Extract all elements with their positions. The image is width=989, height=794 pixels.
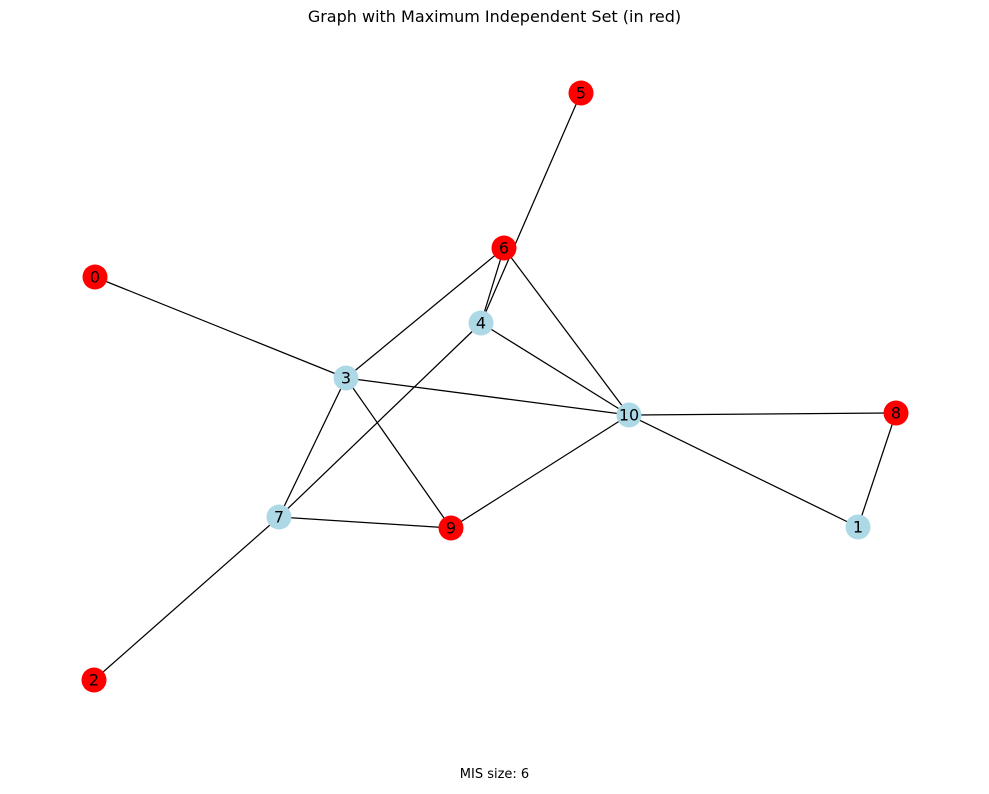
node-6: 6 [491,235,517,261]
edge-10-1 [628,414,859,528]
nodes-layer: 0 1 2 3 4 5 6 7 8 9 10 [81,80,909,693]
node-4-label: 4 [476,314,486,333]
node-10-label: 10 [619,406,639,425]
mis-size-caption: MIS size: 6 [459,767,530,782]
node-3-label: 3 [341,369,351,388]
node-6-label: 6 [499,239,509,258]
node-6-circle [491,235,517,261]
node-7-circle [266,504,292,530]
edge-10-8 [628,412,897,416]
node-7-label: 7 [274,508,284,527]
edge-3-7 [278,377,347,518]
node-9-circle [438,515,464,541]
node-8-label: 8 [891,404,901,423]
edge-0-3 [94,276,347,379]
node-0-circle [82,264,108,290]
edge-4-7 [278,322,482,518]
node-7: 7 [266,504,292,530]
node-8: 8 [883,400,909,426]
edge-3-9 [345,377,452,529]
node-1-circle [845,514,871,540]
node-2-circle [81,667,107,693]
node-5-label: 5 [576,84,586,103]
node-3-circle [333,365,359,391]
edge-5-4 [480,92,582,324]
node-4: 4 [468,310,494,336]
node-2-label: 2 [89,671,99,690]
node-1: 1 [845,514,871,540]
edge-4-10 [480,322,630,416]
edge-8-1 [857,412,897,528]
node-10-circle [616,402,642,428]
node-4-circle [468,310,494,336]
node-3: 3 [333,365,359,391]
edge-3-10 [345,377,630,416]
node-9: 9 [438,515,464,541]
node-5: 5 [568,80,594,106]
edge-6-10 [503,247,630,416]
node-0-label: 0 [90,268,100,287]
node-8-circle [883,400,909,426]
node-10: 10 [616,402,642,428]
node-1-label: 1 [853,518,863,537]
edge-9-10 [450,414,630,529]
node-5-circle [568,80,594,106]
edge-7-2 [93,516,280,681]
edge-6-4 [480,247,505,324]
node-9-label: 9 [446,519,456,538]
edge-3-6 [345,247,505,379]
node-2: 2 [81,667,107,693]
node-0: 0 [82,264,108,290]
edge-7-9 [278,516,452,529]
edges-layer [93,92,897,681]
figure-title: Graph with Maximum Independent Set (in r… [307,7,682,26]
